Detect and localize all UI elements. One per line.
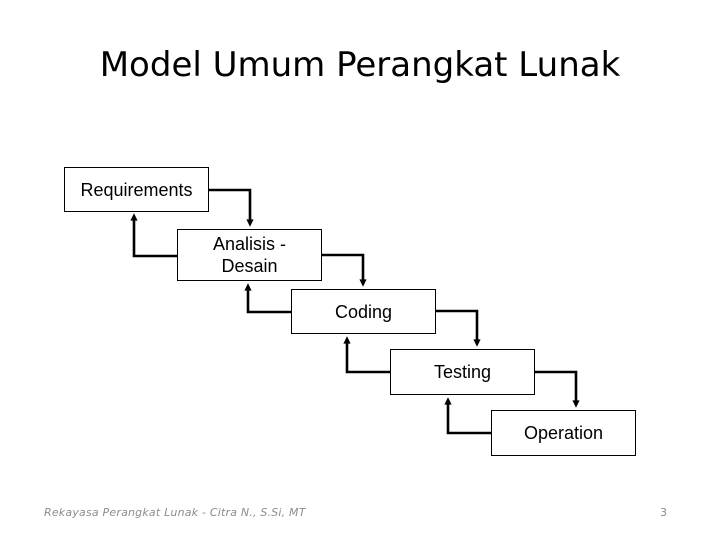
stage-label-operation: Operation — [523, 423, 604, 443]
stage-label-testing: Testing — [433, 362, 492, 382]
stage-label-analisis-desain: Analisis - Desain — [212, 234, 287, 276]
connector-coding-to-testing — [436, 309, 481, 347]
stage-box-operation[interactable]: Operation — [491, 410, 636, 456]
connector-analisis-to-coding — [322, 253, 367, 287]
stage-box-analisis-desain[interactable]: Analisis - Desain — [177, 229, 322, 281]
connector-coding-to-analisis — [244, 283, 291, 314]
stage-label-coding: Coding — [334, 301, 393, 322]
page-title: Model Umum Perangkat Lunak — [99, 45, 621, 85]
stage-box-coding[interactable]: Coding — [291, 289, 436, 334]
connector-testing-to-coding — [343, 336, 390, 374]
connector-analisis-to-req — [130, 213, 177, 258]
connector-testing-to-operation — [535, 370, 580, 408]
stage-box-testing[interactable]: Testing — [390, 349, 535, 395]
connector-req-to-analisis — [209, 188, 254, 227]
page-number: 3 — [660, 506, 667, 519]
footer-attribution: Rekayasa Perangkat Lunak - Citra N., S.S… — [44, 506, 306, 519]
stage-label-requirements: Requirements — [80, 179, 193, 200]
connector-operation-to-testing — [444, 397, 491, 435]
stage-box-requirements[interactable]: Requirements — [64, 167, 209, 212]
